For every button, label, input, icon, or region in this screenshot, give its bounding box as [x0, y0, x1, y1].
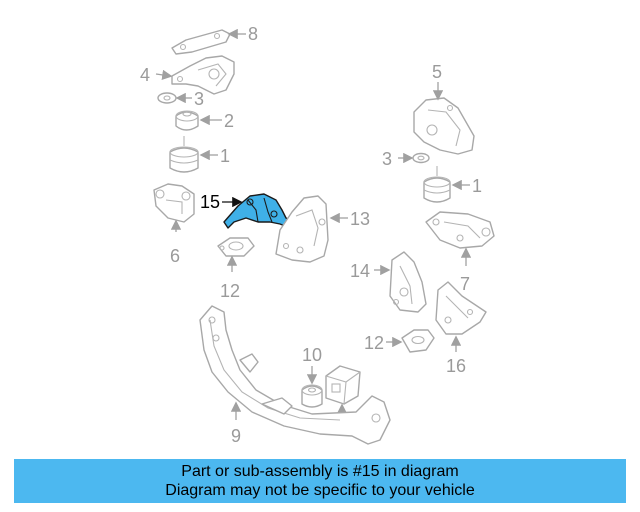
- part-8-bracket-plate[interactable]: [171, 29, 231, 55]
- part-5-upper-bracket-right[interactable]: [413, 97, 475, 155]
- part-12-pad-right[interactable]: [401, 329, 435, 353]
- part-16-bracket-right[interactable]: [435, 281, 487, 335]
- parts-diagram: 8 4 3 2 1 6: [140, 24, 495, 446]
- part-1-engine-mount-right[interactable]: [423, 166, 451, 203]
- callout-10[interactable]: 10: [302, 345, 322, 365]
- part-1-engine-mount-left[interactable]: [169, 136, 199, 173]
- part-7-lower-bracket-right[interactable]: [425, 211, 495, 249]
- callout-12b[interactable]: 12: [364, 333, 384, 353]
- callout-9[interactable]: 9: [231, 426, 241, 446]
- callout-16[interactable]: 16: [446, 356, 466, 376]
- part-2-stopper[interactable]: [175, 110, 199, 131]
- part-11-block-mount[interactable]: [325, 365, 361, 405]
- part-14-bracket-right[interactable]: [389, 251, 427, 313]
- callout-1b[interactable]: 1: [472, 176, 482, 196]
- part-6-lower-bracket-left[interactable]: [153, 183, 195, 223]
- part-9-crossmember[interactable]: [199, 305, 391, 445]
- part-3-washer-right[interactable]: [412, 152, 430, 164]
- callout-15[interactable]: 15: [200, 192, 220, 212]
- callout-2[interactable]: 2: [224, 111, 234, 131]
- banner-line-part-number: Part or sub-assembly is #15 in diagram: [181, 463, 459, 480]
- callout-8[interactable]: 8: [248, 24, 258, 44]
- callout-7[interactable]: 7: [460, 274, 470, 294]
- callout-3b[interactable]: 3: [382, 149, 392, 169]
- callout-1a[interactable]: 1: [220, 146, 230, 166]
- callout-12a[interactable]: 12: [220, 281, 240, 301]
- callout-6[interactable]: 6: [170, 246, 180, 266]
- part-4-upper-bracket-left[interactable]: [171, 55, 235, 95]
- callout-3a[interactable]: 3: [194, 89, 204, 109]
- callout-4[interactable]: 4: [140, 65, 150, 85]
- callout-13[interactable]: 13: [350, 209, 370, 229]
- banner-line-disclaimer: Diagram may not be specific to your vehi…: [165, 482, 475, 499]
- callout-5[interactable]: 5: [432, 62, 442, 82]
- part-12-pad-left[interactable]: [217, 237, 255, 257]
- info-banner: Part or sub-assembly is #15 in diagram D…: [14, 459, 626, 503]
- callout-14[interactable]: 14: [350, 261, 370, 281]
- part-10-bushing[interactable]: [301, 384, 323, 408]
- part-13-center-bracket[interactable]: [275, 195, 329, 263]
- part-3-washer-left[interactable]: [157, 92, 177, 104]
- leader-4: [155, 69, 173, 81]
- part-15-highlighted-mount[interactable]: [223, 193, 295, 229]
